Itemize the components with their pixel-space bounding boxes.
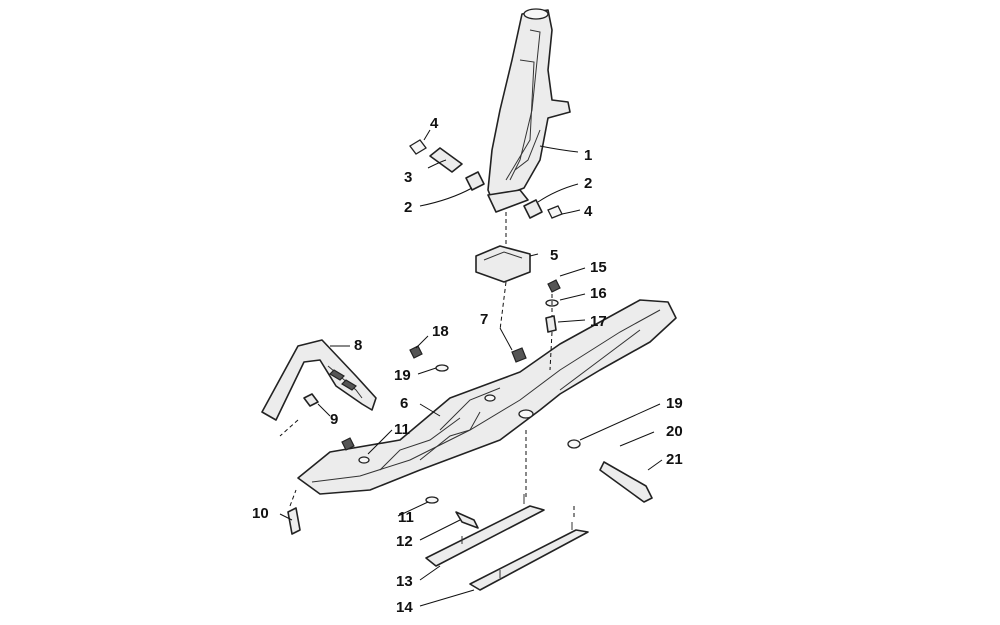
nut-part-18 — [409, 345, 423, 359]
washer-part-19-right — [567, 439, 581, 449]
callout-19-right: 19 — [666, 395, 683, 412]
callout-11-lower: 11 — [398, 509, 414, 526]
washer-part-11-lower — [425, 496, 439, 504]
callout-3: 3 — [404, 169, 412, 186]
wear-bar-part-14 — [469, 522, 589, 591]
callout-13: 13 — [396, 573, 413, 590]
spindle-part-1 — [487, 8, 571, 213]
screw-part-9 — [303, 393, 319, 407]
callout-1: 1 — [584, 147, 592, 164]
callout-6: 6 — [400, 395, 408, 412]
callout-2-right: 2 — [584, 175, 592, 192]
bolt-part-12 — [455, 511, 479, 529]
bolt-part-21 — [599, 461, 653, 503]
callout-9: 9 — [330, 411, 338, 428]
callout-8: 8 — [354, 337, 362, 354]
ski-part-6 — [297, 299, 677, 495]
spacer-part-17 — [545, 315, 557, 333]
callout-18: 18 — [432, 323, 449, 340]
leader-lines — [279, 129, 663, 607]
callout-17: 17 — [590, 313, 607, 330]
nut-part-15 — [547, 279, 561, 293]
wear-bar-part-13 — [425, 494, 545, 567]
handle-part-8 — [261, 339, 377, 421]
callout-5: 5 — [550, 247, 558, 264]
callout-7: 7 — [480, 311, 488, 328]
callout-19-left: 19 — [394, 367, 411, 384]
callout-21: 21 — [666, 451, 683, 468]
callout-11-upper: 11 — [394, 421, 410, 438]
saddle-part-5 — [475, 245, 531, 283]
callout-14: 14 — [396, 599, 413, 616]
nut-part-11-upper — [341, 437, 355, 451]
nut-part-4-right — [547, 205, 563, 219]
callout-20: 20 — [666, 423, 683, 440]
callout-4-left: 4 — [430, 115, 439, 132]
nut-part-4-left — [409, 139, 427, 155]
callout-4-right: 4 — [584, 203, 593, 220]
bolt-part-10 — [287, 507, 301, 535]
washer-part-11-left — [358, 456, 370, 464]
callout-16: 16 — [590, 285, 607, 302]
callout-labels: 1 2 2 3 4 4 5 6 7 8 9 10 11 11 12 13 14 … — [252, 115, 683, 616]
callout-2-left: 2 — [404, 199, 412, 216]
callout-12: 12 — [396, 533, 413, 550]
bushing-part-2-left — [465, 171, 485, 191]
insert-part-7 — [511, 347, 527, 363]
callout-15: 15 — [590, 259, 607, 276]
bushing-part-2-right — [523, 199, 543, 219]
washer-part-19-left — [435, 364, 449, 372]
callout-10: 10 — [252, 505, 269, 522]
